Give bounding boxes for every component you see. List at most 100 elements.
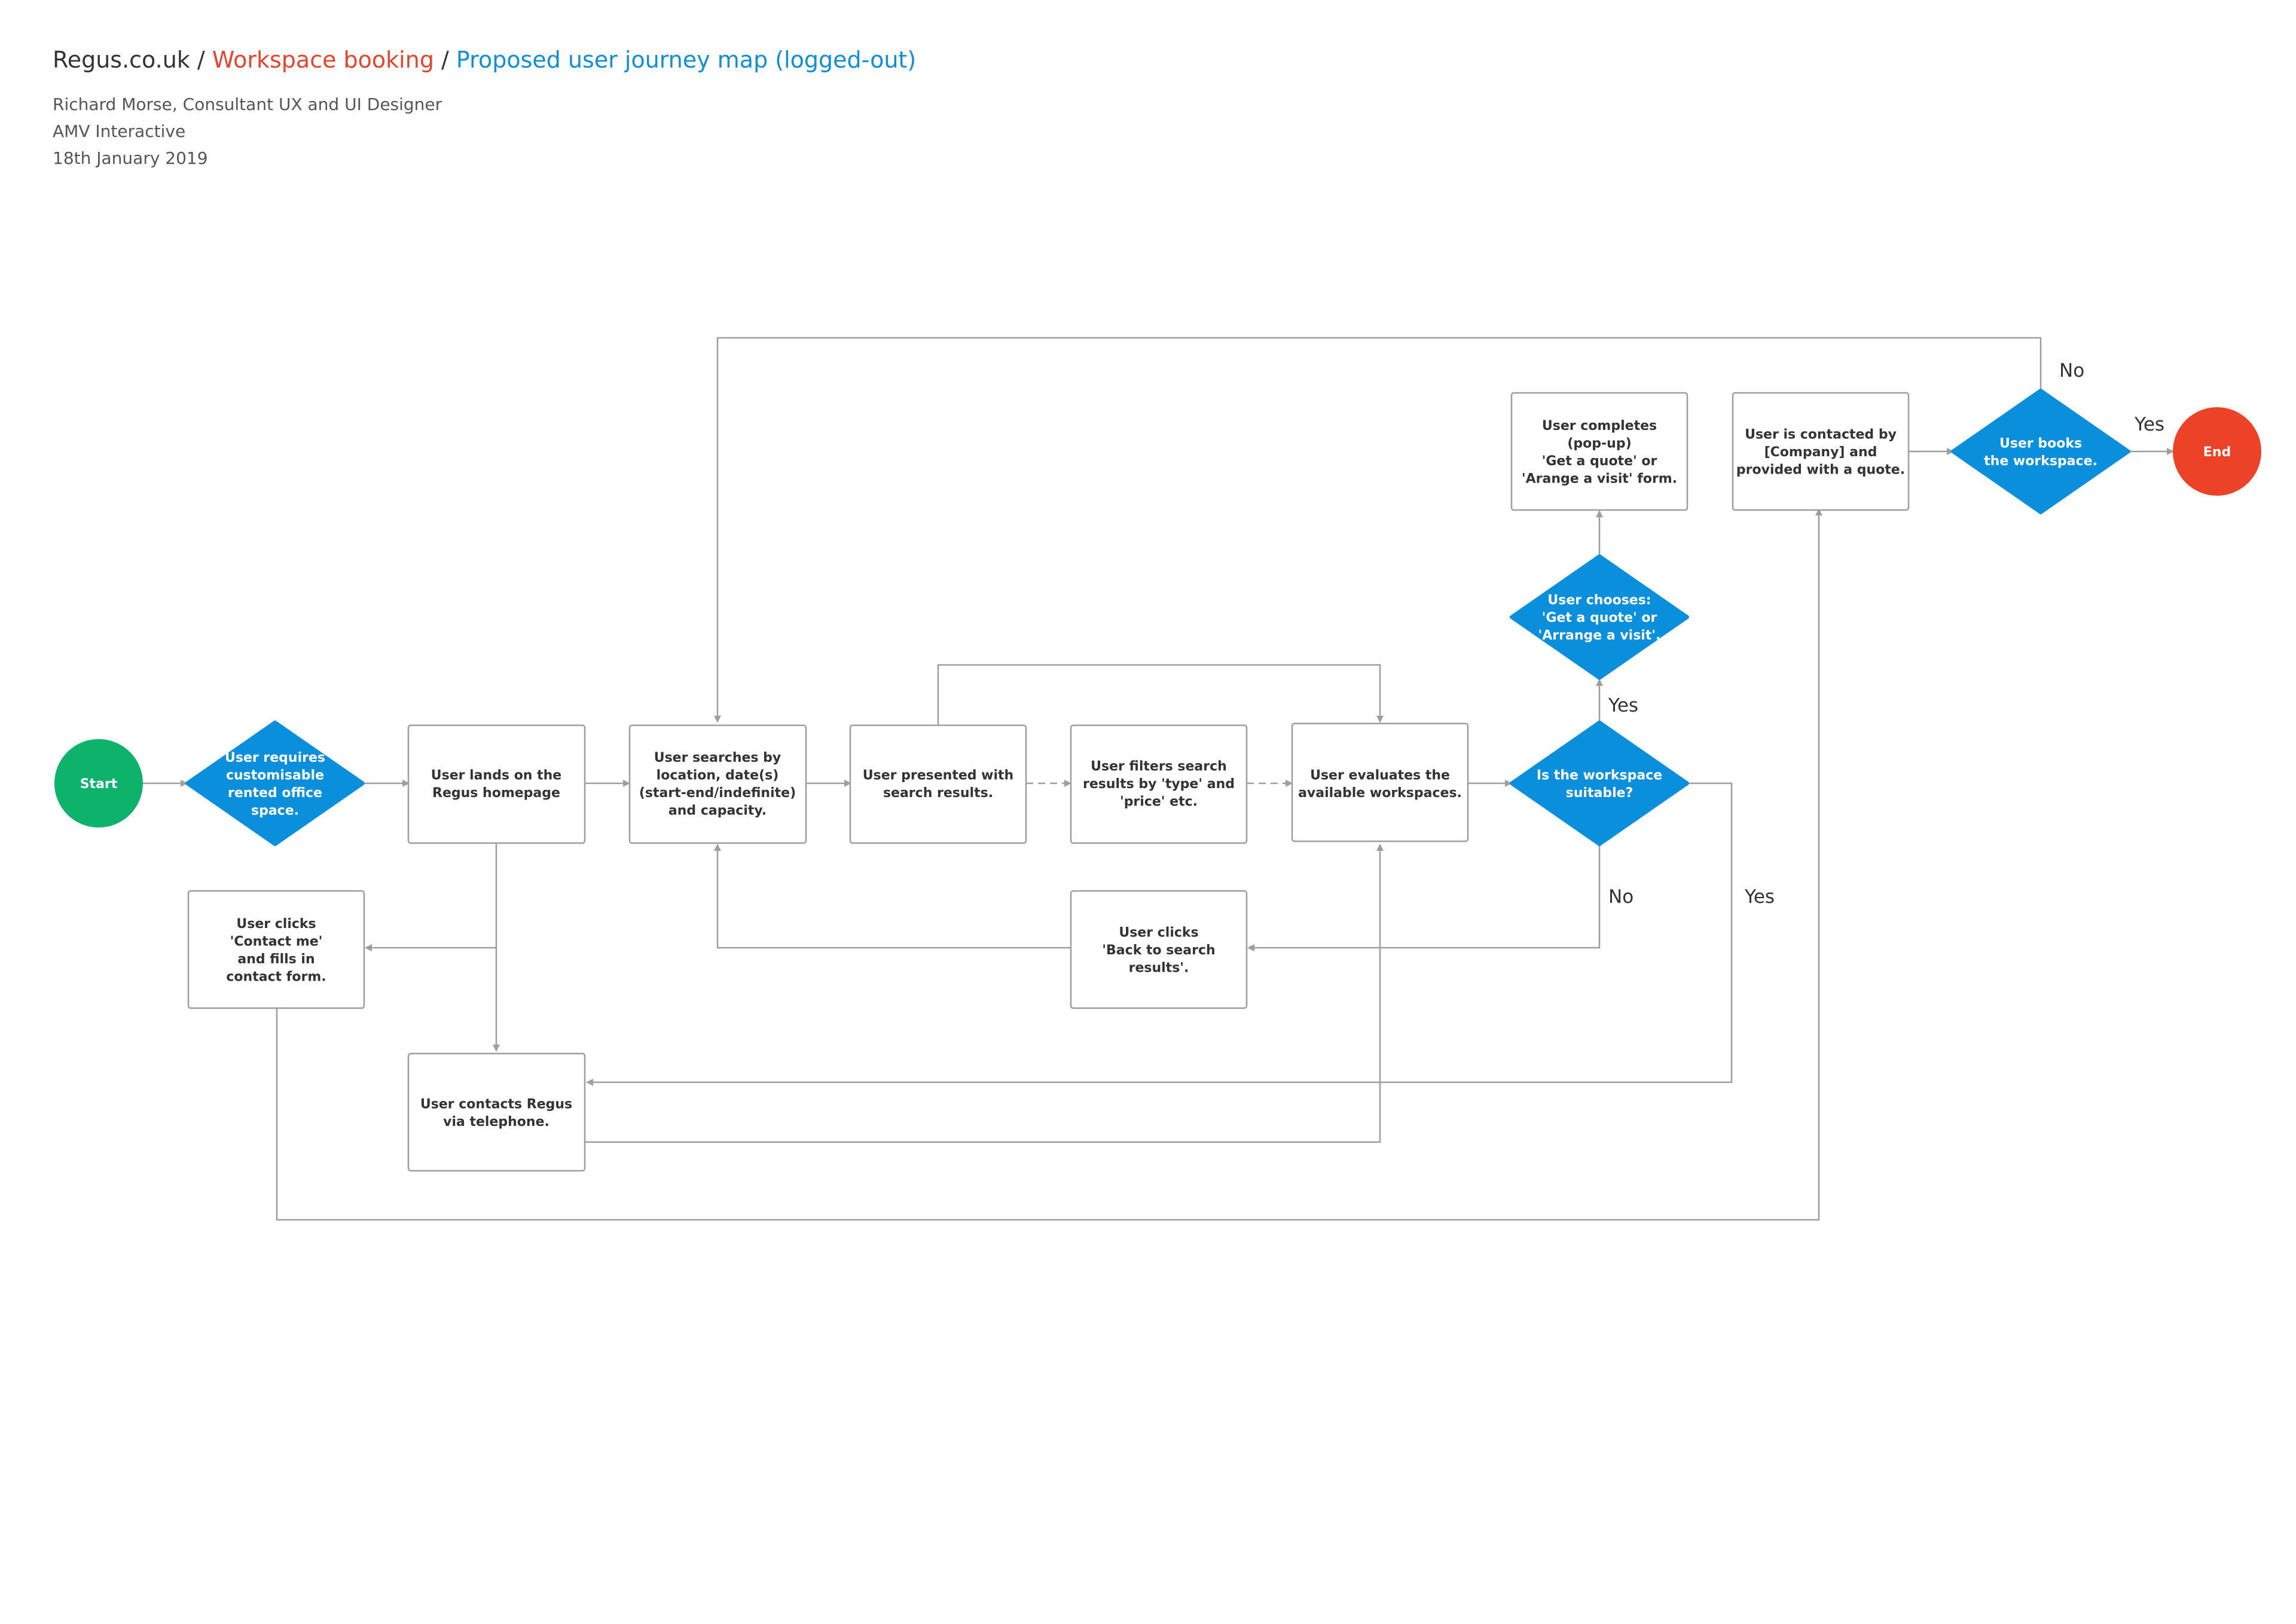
- decision-chooses: User chooses: 'Get a quote' or 'Arrange a …: [1510, 554, 1689, 680]
- edge-contactme-contacted: [276, 508, 1822, 1221]
- end-node-label: End: [2203, 445, 2231, 460]
- step-telephone-label: User contacts Regus via telephone.: [420, 1097, 572, 1130]
- step-completes: User completes (pop-up) 'Get a quote' or 'A…: [1510, 392, 1689, 511]
- step-contact-me-label: User clicks 'Contact me' and fills in conta…: [226, 917, 326, 985]
- node-text-line: User books: [1999, 436, 2082, 451]
- label-suitable-yes-up: Yes: [1608, 695, 1638, 716]
- node-text-line: User evaluates the: [1310, 768, 1450, 783]
- date: 18th January 2019: [53, 148, 208, 168]
- title-section: Workspace booking: [212, 47, 434, 73]
- connectors: [142, 337, 2174, 1221]
- page-title: Regus.co.uk / Workspace booking / Propos…: [53, 47, 916, 73]
- node-text-line: User searches by: [654, 750, 781, 765]
- step-search: User searches by location, date(s) (start-…: [628, 724, 807, 844]
- node-text-line: contact form.: [226, 969, 326, 984]
- step-back-to-results: User clicks 'Back to search results'.: [1070, 890, 1248, 1009]
- meta-block: Richard Morse, Consultant UX and UI Desi…: [53, 91, 916, 172]
- node-text-line: 'Arrange a visit'.: [1538, 628, 1661, 643]
- node-text-line: User chooses:: [1547, 593, 1651, 608]
- title-separator: /: [433, 47, 456, 73]
- step-filter: User filters search results by 'type' and…: [1070, 724, 1248, 844]
- node-text-line: Start: [80, 777, 118, 792]
- edge-back-search: [714, 844, 1070, 949]
- node-text-line: and capacity.: [668, 803, 767, 818]
- node-text-line: the workspace.: [1984, 454, 2097, 469]
- node-text-line: provided with a quote.: [1736, 463, 1905, 478]
- start-node-label: Start: [80, 777, 118, 792]
- node-text-line: Regus homepage: [432, 786, 560, 801]
- step-completes-label: User completes (pop-up) 'Get a quote' or 'A…: [1522, 419, 1677, 487]
- step-back-to-results-label: User clicks 'Back to search results'.: [1102, 926, 1215, 976]
- node-text-line: 'Get a quote' or: [1542, 454, 1657, 469]
- node-text-line: rented office: [228, 786, 322, 801]
- node-text-line: and fills in: [237, 952, 315, 967]
- decision-need: User requires customisable rented office sp…: [185, 721, 365, 846]
- node-text-line: via telephone.: [443, 1115, 549, 1130]
- node-text-line: customisable: [226, 768, 324, 783]
- node-text-line: location, date(s): [657, 768, 779, 783]
- node-text-line: 'Arange a visit' form.: [1522, 471, 1677, 486]
- end-node: End: [2173, 407, 2261, 496]
- step-contact-me: User clicks 'Contact me' and fills in conta…: [187, 890, 365, 1009]
- title-page: Proposed user journey map (logged-out): [456, 47, 917, 73]
- node-text-line: [Company] and: [1764, 445, 1877, 460]
- node-text-line: (pop-up): [1567, 436, 1631, 451]
- node-text-line: User is contacted by: [1745, 428, 1897, 442]
- node-text-line: User presented with: [863, 768, 1013, 783]
- edge-books-no-search: [714, 337, 2042, 723]
- node-text-line: space.: [251, 803, 299, 818]
- node-text-line: suitable?: [1566, 786, 1634, 801]
- node-text-line: available workspaces.: [1298, 786, 1462, 801]
- node-text-line: User contacts Regus: [420, 1097, 572, 1112]
- node-text-line: User requires: [225, 750, 325, 765]
- node-text-line: 'price' etc.: [1120, 795, 1198, 810]
- node-text-line: User lands on the: [431, 768, 561, 783]
- decision-books-label: User books the workspace.: [1984, 436, 2097, 469]
- decision-books: User books the workspace.: [1951, 389, 2130, 514]
- node-text-line: results by 'type' and: [1083, 777, 1235, 792]
- node-text-line: results'.: [1129, 961, 1189, 976]
- header: Regus.co.uk / Workspace booking / Propos…: [53, 47, 916, 172]
- node-text-line: User clicks: [236, 917, 316, 932]
- node-text-line: User completes: [1542, 419, 1657, 434]
- edge-results-evaluate: [937, 664, 1384, 725]
- node-text-line: User filters search: [1091, 759, 1227, 774]
- node-text-line: End: [2203, 445, 2231, 460]
- step-results: User presented with search results.: [849, 724, 1027, 844]
- step-contacted: User is contacted by [Company] and provide…: [1732, 392, 1910, 511]
- step-search-label: User searches by location, date(s) (start-…: [639, 750, 796, 819]
- step-filter-label: User filters search results by 'type' and…: [1083, 759, 1235, 810]
- start-node: Start: [54, 739, 143, 828]
- edge-suitable-no-back: [1247, 843, 1601, 951]
- node-text-line: Is the workspace: [1537, 768, 1662, 783]
- decision-need-label: User requires customisable rented office sp…: [225, 750, 325, 819]
- step-contacted-label: User is contacted by [Company] and provide…: [1736, 428, 1905, 478]
- node-text-line: User clicks: [1119, 926, 1198, 941]
- step-telephone: User contacts Regus via telephone.: [407, 1052, 586, 1172]
- step-evaluate-label: User evaluates the available workspaces.: [1298, 768, 1462, 801]
- company: AMV Interactive: [53, 121, 186, 141]
- node-text-line: 'Contact me': [230, 934, 323, 949]
- node-text-line: search results.: [883, 786, 993, 801]
- node-text-line: 'Back to search: [1102, 943, 1215, 958]
- step-evaluate: User evaluates the available workspaces.: [1291, 722, 1469, 842]
- label-books-no: No: [2059, 360, 2084, 381]
- node-text-line: 'Get a quote' or: [1542, 610, 1657, 625]
- decision-suitable-label: Is the workspace suitable?: [1537, 768, 1662, 801]
- title-site: Regus.co.uk: [53, 47, 190, 73]
- label-books-yes: Yes: [2134, 414, 2164, 435]
- edge-suitable-yes-telephone: [586, 782, 1733, 1086]
- author: Richard Morse, Consultant UX and UI Desi…: [53, 94, 442, 114]
- step-results-label: User presented with search results.: [863, 768, 1013, 801]
- decision-suitable: Is the workspace suitable?: [1510, 721, 1689, 846]
- node-text-line: (start-end/indefinite): [639, 786, 796, 801]
- label-suitable-yes-right: Yes: [1744, 886, 1775, 908]
- title-separator: /: [190, 47, 212, 73]
- label-suitable-no: No: [1608, 886, 1634, 908]
- edge-homepage-contactme: [365, 843, 497, 951]
- decision-chooses-label: User chooses: 'Get a quote' or 'Arrange a …: [1538, 593, 1661, 643]
- edge-telephone-evaluate: [585, 844, 1384, 1143]
